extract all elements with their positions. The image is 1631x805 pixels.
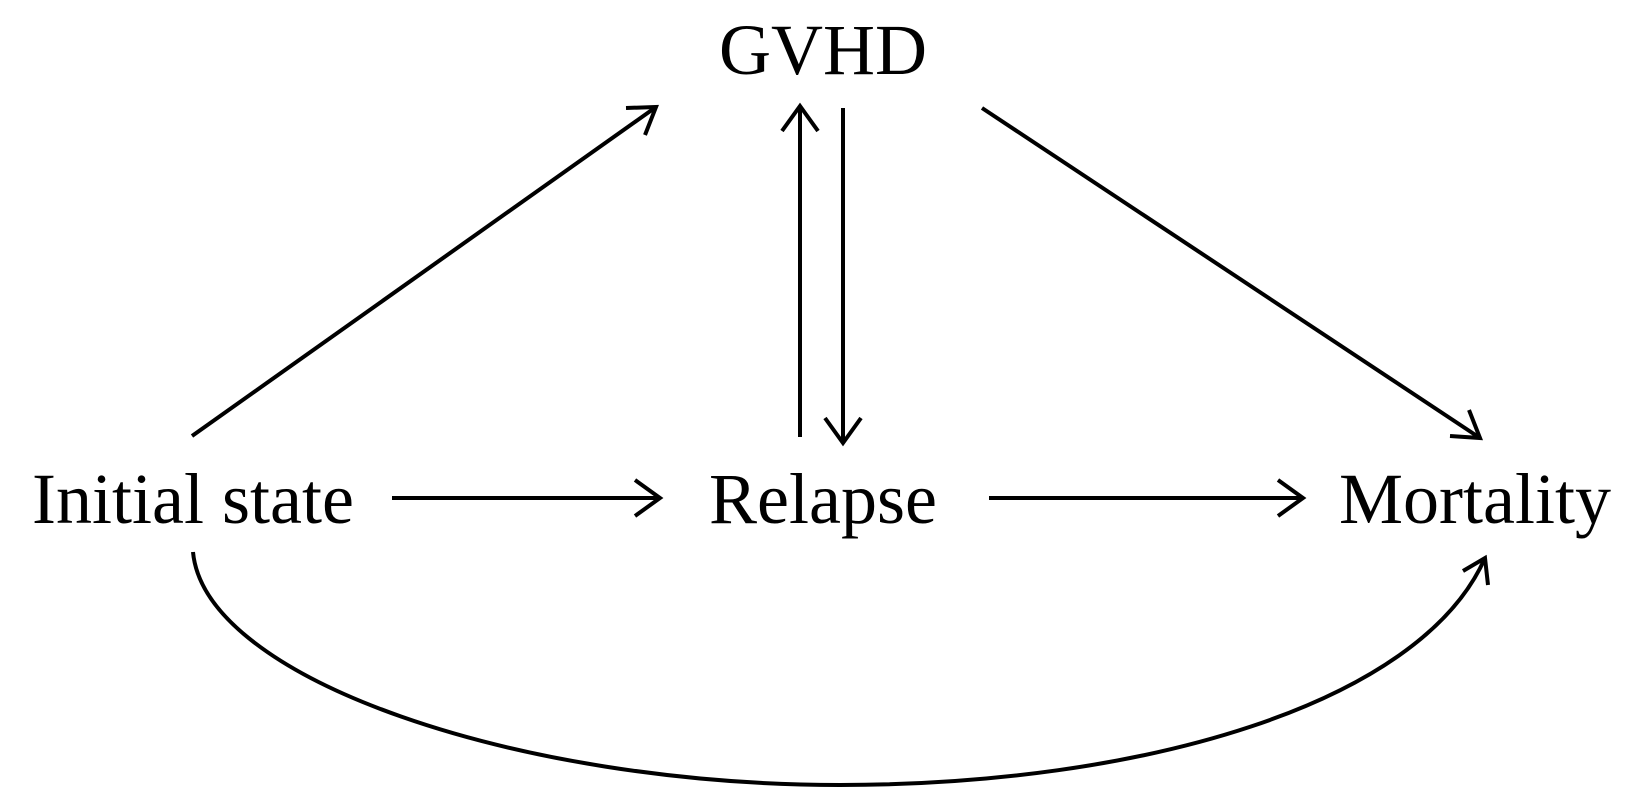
edge-initial-to-relapse — [392, 478, 664, 518]
edge-gvhd-to-mortality — [980, 106, 1484, 441]
edge-gvhd-to-relapse — [823, 108, 863, 447]
edge-initial-to-mortality — [191, 551, 1490, 788]
node-relapse: Relapse — [709, 459, 937, 539]
node-mortality: Mortality — [1339, 459, 1611, 539]
edge-initial-to-gvhd — [190, 104, 659, 438]
node-gvhd: GVHD — [719, 10, 927, 90]
node-initial-state: Initial state — [32, 459, 354, 539]
edge-relapse-to-gvhd — [780, 102, 820, 437]
edge-relapse-to-mortality — [989, 478, 1307, 518]
